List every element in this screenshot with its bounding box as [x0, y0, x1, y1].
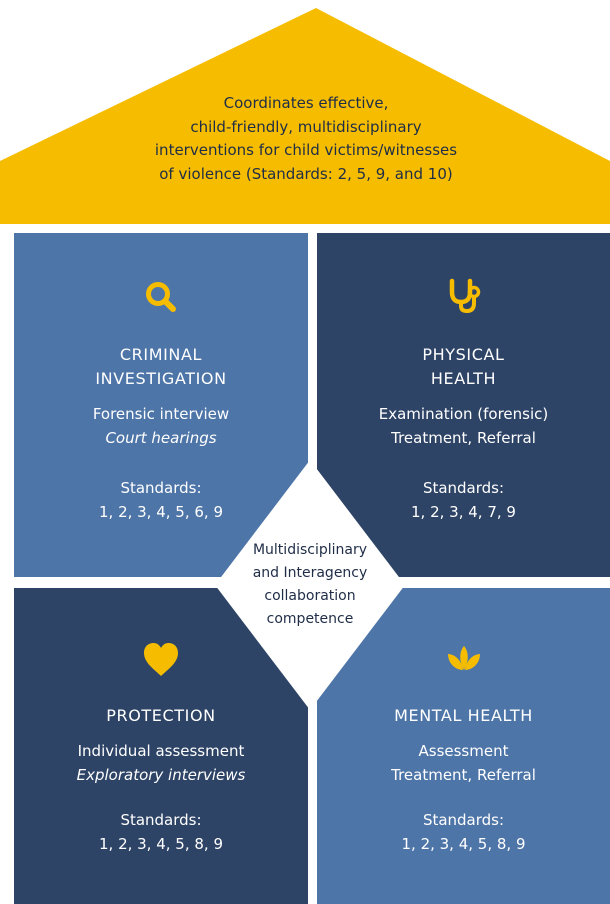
standards-label: Standards: — [120, 479, 202, 497]
panel-title-line: PROTECTION — [106, 706, 216, 725]
roof-line: interventions for child victims/witnesse… — [154, 141, 458, 159]
heart-icon — [144, 643, 178, 676]
activity-line: Examination (forensic) — [378, 405, 549, 423]
center-line: and Interagency — [252, 565, 368, 581]
roof-line: of violence (Standards: 2, 5, 9, and 10) — [159, 164, 453, 183]
panel-title-line: HEALTH — [430, 369, 497, 388]
center-label: Multidisciplinary and Interagency collab… — [220, 539, 400, 631]
stethoscope-icon — [449, 278, 480, 314]
activity-line: Forensic interview — [92, 405, 230, 423]
lotus-icon — [447, 646, 480, 670]
panel-activities: Forensic interview Court hearings — [14, 402, 308, 450]
standards-label: Standards: — [422, 811, 505, 829]
roof-shape — [0, 8, 610, 224]
activity-line: Assessment — [418, 742, 509, 760]
magnifier-icon — [146, 282, 176, 312]
panel-activities: Assessment Treatment, Referral — [317, 739, 610, 787]
panel-title: PHYSICAL HEALTH — [317, 343, 610, 391]
criminal-investigation-panel: CRIMINAL INVESTIGATION Forensic intervie… — [14, 233, 308, 577]
panel-activities: Individual assessment Exploratory interv… — [14, 739, 308, 787]
activity-line: Treatment, Referral — [391, 429, 536, 447]
standards-values: 1, 2, 3, 4, 5, 8, 9 — [98, 835, 224, 853]
panel-standards: Standards: 1, 2, 3, 4, 5, 8, 9 — [14, 808, 308, 856]
activity-line: Exploratory interviews — [76, 766, 246, 784]
roof-description: Coordinates effective, child-friendly, m… — [110, 92, 502, 186]
activity-line: Treatment, Referral — [391, 766, 536, 784]
panel-standards: Standards: 1, 2, 3, 4, 7, 9 — [317, 476, 610, 524]
activity-line: Individual assessment — [77, 742, 245, 760]
panel-title-line: PHYSICAL — [422, 345, 505, 364]
center-line: Multidisciplinary — [252, 542, 368, 558]
activity-line: Court hearings — [105, 429, 217, 447]
center-diamond — [215, 460, 405, 710]
standards-values: 1, 2, 3, 4, 5, 8, 9 — [401, 835, 526, 853]
panel-title: PROTECTION — [14, 704, 308, 728]
physical-health-panel: PHYSICAL HEALTH Examination (forensic) T… — [317, 233, 610, 577]
panel-title-line: MENTAL HEALTH — [394, 706, 533, 725]
standards-values: 1, 2, 3, 4, 5, 6, 9 — [98, 503, 224, 521]
panel-standards: Standards: 1, 2, 3, 4, 5, 8, 9 — [317, 808, 610, 856]
standards-values: 1, 2, 3, 4, 7, 9 — [411, 503, 516, 521]
panel-title-line: INVESTIGATION — [95, 369, 227, 388]
standards-label: Standards: — [422, 479, 505, 497]
center-line: collaboration — [264, 588, 356, 604]
panel-title-line: CRIMINAL — [119, 345, 203, 364]
panel-title: CRIMINAL INVESTIGATION — [14, 343, 308, 391]
center-line: competence — [266, 611, 354, 627]
mental-health-panel: MENTAL HEALTH Assessment Treatment, Refe… — [317, 588, 610, 904]
roof-line: Coordinates effective, — [223, 94, 389, 112]
standards-label: Standards: — [120, 811, 202, 829]
panel-activities: Examination (forensic) Treatment, Referr… — [317, 402, 610, 450]
roof-line: child-friendly, multidisciplinary — [190, 117, 422, 136]
panel-title: MENTAL HEALTH — [317, 704, 610, 728]
panel-standards: Standards: 1, 2, 3, 4, 5, 6, 9 — [14, 476, 308, 524]
